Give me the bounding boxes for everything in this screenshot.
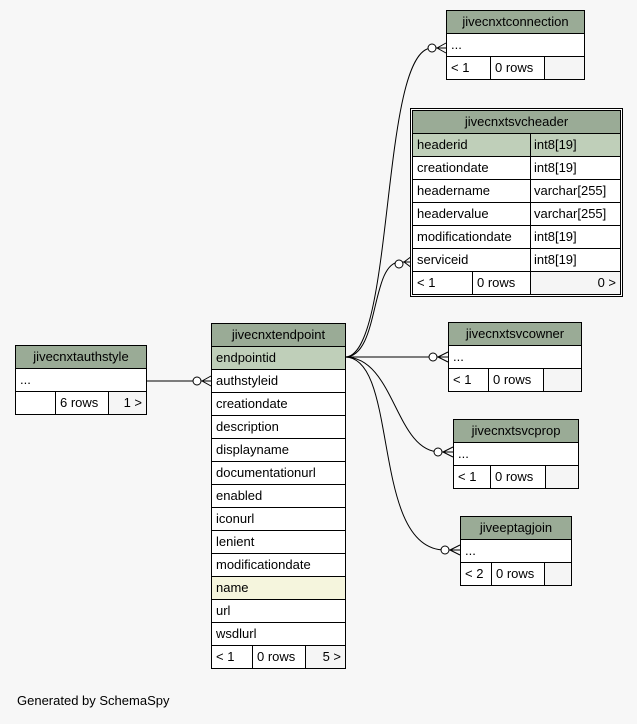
generated-by-note: Generated by SchemaSpy — [17, 693, 170, 708]
row-count: 0 rows — [492, 563, 545, 585]
table-column: ... — [16, 369, 146, 392]
table-jivecnxtauthstyle[interactable]: jivecnxtauthstyle ... 6 rows 1 > — [15, 345, 147, 415]
edge-endpoint-connection — [344, 47, 446, 358]
column-name: headerid — [413, 134, 531, 156]
parent-count: < 1 — [212, 646, 253, 668]
child-count — [545, 57, 584, 79]
edge-optional-marker — [192, 376, 202, 386]
parent-count: < 1 — [454, 466, 491, 488]
edge-crowfoot-marker — [201, 375, 212, 387]
column-type: varchar[255] — [534, 183, 607, 198]
column-name: serviceid — [413, 249, 531, 271]
table-column: displayname — [212, 439, 345, 462]
table-column: lenient — [212, 531, 345, 554]
table-column: modificationdate int8[19] — [413, 226, 620, 249]
edge-crowfoot-marker — [437, 351, 449, 363]
edge-optional-marker — [394, 259, 404, 269]
row-count: 0 rows — [491, 57, 545, 79]
table-column: name — [212, 577, 345, 600]
edge-crowfoot-marker — [442, 446, 454, 458]
edge-optional-marker — [427, 43, 437, 53]
child-count: 0 > — [531, 272, 620, 294]
table-footer: < 2 0 rows — [461, 563, 571, 585]
parent-count: < 1 — [413, 272, 473, 294]
parent-count: < 1 — [447, 57, 491, 79]
table-column: wsdlurl — [212, 623, 345, 646]
table-column: authstyleid — [212, 370, 345, 393]
table-header[interactable]: jivecnxtsvcprop — [454, 420, 578, 443]
table-column: modificationdate — [212, 554, 345, 577]
table-header[interactable]: jiveeptagjoin — [461, 517, 571, 540]
table-jivecnxtendpoint[interactable]: jivecnxtendpoint endpointid authstyleid … — [211, 323, 346, 669]
table-column: iconurl — [212, 508, 345, 531]
table-column: ... — [449, 346, 581, 369]
table-jivecnxtsvcowner[interactable]: jivecnxtsvcowner ... < 1 0 rows — [448, 322, 582, 392]
row-count: 0 rows — [489, 369, 544, 391]
table-header[interactable]: jivecnxtauthstyle — [16, 346, 146, 369]
table-column: creationdate int8[19] — [413, 157, 620, 180]
column-type: int8[19] — [534, 252, 577, 267]
row-count: 0 rows — [491, 466, 546, 488]
parent-count: < 2 — [461, 563, 492, 585]
table-footer: 6 rows 1 > — [16, 392, 146, 414]
table-jivecnxtconnection[interactable]: jivecnxtconnection ... < 1 0 rows — [446, 10, 585, 80]
table-footer: < 1 0 rows — [454, 466, 578, 488]
edge-optional-marker — [428, 352, 438, 362]
column-name: headername — [413, 180, 531, 202]
table-header[interactable]: jivecnxtconnection — [447, 11, 584, 34]
table-footer: < 1 0 rows — [447, 57, 584, 79]
child-count — [544, 369, 581, 391]
table-column: headerid int8[19] — [413, 134, 620, 157]
column-name: headervalue — [413, 203, 531, 225]
table-jiveeptagjoin[interactable]: jiveeptagjoin ... < 2 0 rows — [460, 516, 572, 586]
edge-optional-marker — [433, 447, 443, 457]
parent-count: < 1 — [449, 369, 489, 391]
table-header[interactable]: jivecnxtendpoint — [212, 324, 345, 347]
table-column: endpointid — [212, 347, 345, 370]
edge-crowfoot-marker — [436, 42, 447, 54]
row-count: 0 rows — [253, 646, 306, 668]
child-count: 5 > — [306, 646, 345, 668]
table-header[interactable]: jivecnxtsvcowner — [449, 323, 581, 346]
column-type: int8[19] — [534, 160, 577, 175]
edge-endpoint-svcprop — [344, 356, 453, 453]
table-footer: < 1 0 rows 0 > — [413, 272, 620, 294]
table-column: enabled — [212, 485, 345, 508]
table-column: ... — [447, 34, 584, 57]
column-type: int8[19] — [534, 137, 577, 152]
table-footer: < 1 0 rows — [449, 369, 581, 391]
row-count: 6 rows — [56, 392, 109, 414]
table-footer: < 1 0 rows 5 > — [212, 646, 345, 668]
row-count: 0 rows — [473, 272, 531, 294]
table-column: url — [212, 600, 345, 623]
parent-count — [16, 392, 56, 414]
edge-crowfoot-marker — [449, 544, 461, 556]
column-name: modificationdate — [413, 226, 531, 248]
table-column: documentationurl — [212, 462, 345, 485]
table-column: headervalue varchar[255] — [413, 203, 620, 226]
table-column: ... — [461, 540, 571, 563]
child-count: 1 > — [109, 392, 146, 414]
table-column: headername varchar[255] — [413, 180, 620, 203]
edge-endpoint-eptagjoin — [344, 356, 460, 551]
table-jivecnxtsvcprop[interactable]: jivecnxtsvcprop ... < 1 0 rows — [453, 419, 579, 489]
child-count — [545, 563, 571, 585]
table-column: creationdate — [212, 393, 345, 416]
table-column: ... — [454, 443, 578, 466]
table-header[interactable]: jivecnxtsvcheader — [413, 111, 620, 134]
column-type: varchar[255] — [534, 206, 607, 221]
edge-optional-marker — [440, 545, 450, 555]
child-count — [546, 466, 578, 488]
table-column: serviceid int8[19] — [413, 249, 620, 272]
table-column: description — [212, 416, 345, 439]
column-type: int8[19] — [534, 229, 577, 244]
column-name: creationdate — [413, 157, 531, 179]
table-jivecnxtsvcheader[interactable]: jivecnxtsvcheader headerid int8[19] crea… — [410, 108, 623, 297]
